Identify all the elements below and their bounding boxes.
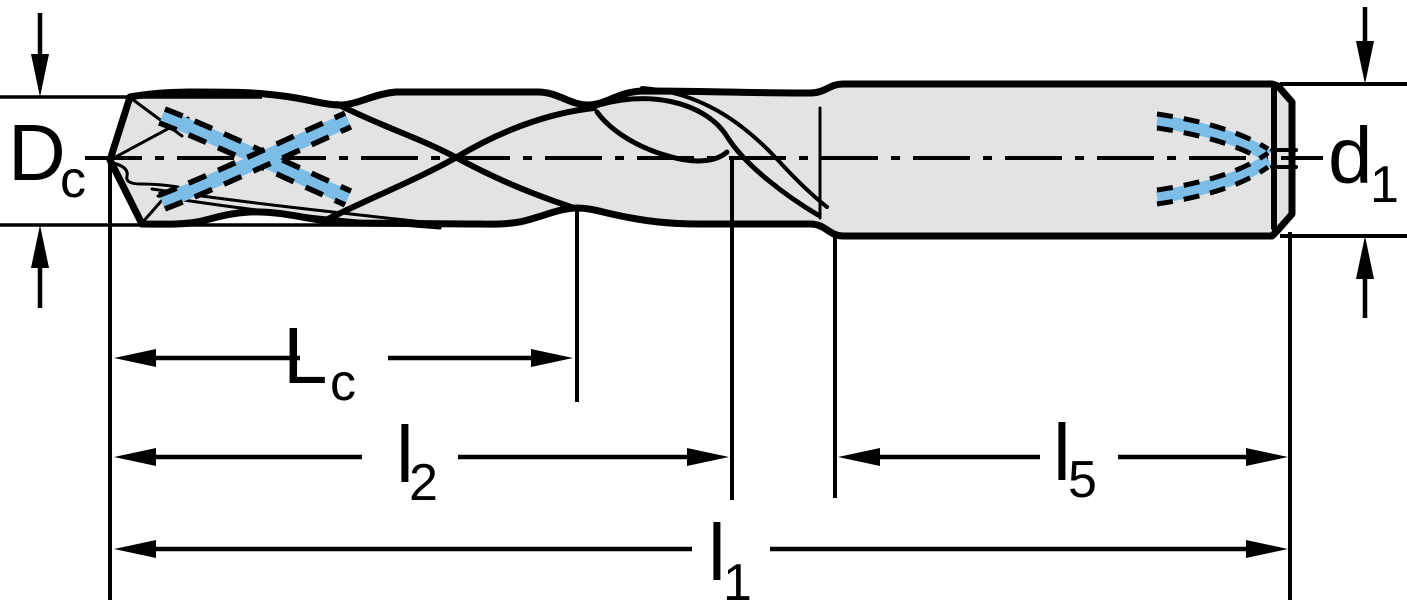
tip-chisel-squiggle <box>111 161 180 189</box>
coolant-channels-shank <box>1156 111 1272 207</box>
dimension-l1 <box>114 540 1288 558</box>
coolant-band-up-border-2 <box>158 110 347 198</box>
coolant-shank-upper <box>1156 114 1272 162</box>
coolant-band-up <box>159 113 352 210</box>
coolant-shank-lower-border-2 <box>1156 164 1270 207</box>
dc-arrowhead-bottom <box>31 225 49 268</box>
lc-arrowhead-right <box>531 349 573 367</box>
label-dc: D c <box>8 108 88 209</box>
coolant-shank-lower <box>1156 154 1272 204</box>
coolant-band-down-border-2 <box>164 106 353 194</box>
dc-arrowhead-top <box>31 54 49 97</box>
label-l5: l 5 <box>1053 408 1097 509</box>
coolant-shank-lower-border-1 <box>1156 150 1270 193</box>
d1-arrowhead-top <box>1356 41 1374 84</box>
dimension-dc <box>31 13 49 308</box>
l2-arrowhead-left <box>114 448 156 466</box>
reference-lines <box>0 82 1407 238</box>
coolant-shank-upper-border-2 <box>1156 125 1270 166</box>
l1-arrowhead-right <box>1246 540 1288 558</box>
shank-end-face <box>1270 85 1298 231</box>
label-d1: d 1 <box>1328 111 1399 214</box>
l2-arrowhead-right <box>687 448 729 466</box>
l1-arrowhead-left <box>114 540 156 558</box>
label-lc: L c <box>283 311 356 412</box>
l5-arrowhead-left <box>838 448 880 466</box>
label-l2: l 2 <box>396 410 438 512</box>
coolant-band-down-border-1 <box>158 120 347 208</box>
dimension-labels: D c d 1 L c l 2 l 5 l 1 <box>8 108 1399 612</box>
dimension-l2 <box>114 448 729 466</box>
flute-runout-companion <box>640 86 829 209</box>
coolant-channels-tip <box>158 106 353 212</box>
coolant-band-up-border-1 <box>164 124 353 212</box>
l5-arrowhead-right <box>1246 448 1288 466</box>
coolant-band-down <box>159 108 352 205</box>
extension-lines <box>108 158 1292 600</box>
dimension-lc <box>114 349 573 367</box>
flute-runout-top <box>587 96 821 218</box>
dimension-l5 <box>838 448 1288 466</box>
label-l1: l 1 <box>708 508 752 612</box>
lc-arrowhead-left <box>114 349 156 367</box>
coolant-shank-upper-border-1 <box>1156 111 1270 152</box>
d1-arrowhead-bottom <box>1356 236 1374 279</box>
dimension-d1 <box>1356 7 1374 318</box>
